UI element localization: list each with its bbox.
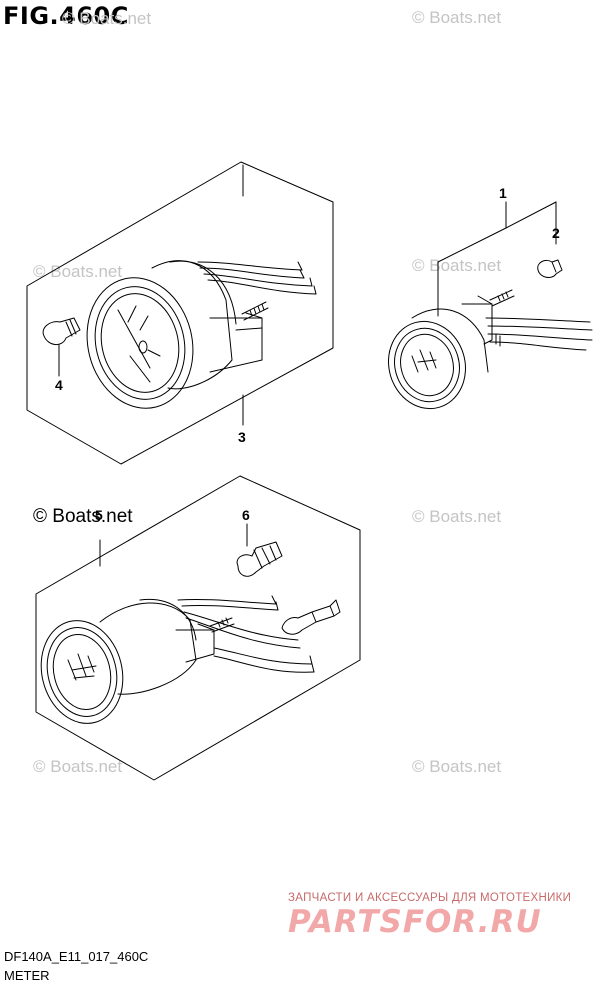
meter-large	[86, 260, 317, 409]
bulb-6	[236, 541, 283, 577]
watermark: © Boats.net	[412, 8, 502, 27]
watermark: © Boats.net	[33, 757, 123, 776]
watermark: © Boats.net	[412, 757, 502, 776]
callout-number: 5	[95, 507, 103, 523]
figure-code: DF140A_E11_017_460C	[4, 949, 149, 964]
meter-medium	[40, 595, 315, 724]
figure-title: FIG.460C	[3, 2, 129, 30]
bulb-2	[537, 259, 563, 278]
meter-small	[388, 289, 593, 410]
watermark: © Boats.net	[412, 256, 502, 275]
callout-number: 3	[238, 429, 246, 445]
watermark: © Boats.net	[412, 507, 502, 526]
callout-number: 2	[552, 225, 560, 241]
callout-number: 4	[55, 377, 63, 393]
group-outline-3	[26, 161, 334, 465]
figure-name: METER	[4, 968, 50, 983]
callout-number: 1	[499, 185, 507, 201]
connector-plug	[281, 599, 341, 635]
brand-logo: PARTSFOR.RU	[288, 904, 542, 940]
bulb-4	[42, 317, 81, 345]
group-outline-1	[437, 201, 557, 317]
callout-number: 6	[242, 507, 250, 523]
watermark-strong: © Boats.net	[33, 506, 133, 527]
brand-tagline: ЗАПЧАСТИ И АКСЕССУАРЫ ДЛЯ МОТОТЕХНИКИ	[288, 892, 572, 904]
watermark: © Boats.net	[33, 262, 123, 281]
watermark: © Boats.net	[62, 9, 152, 28]
group-outline-5	[35, 475, 361, 781]
